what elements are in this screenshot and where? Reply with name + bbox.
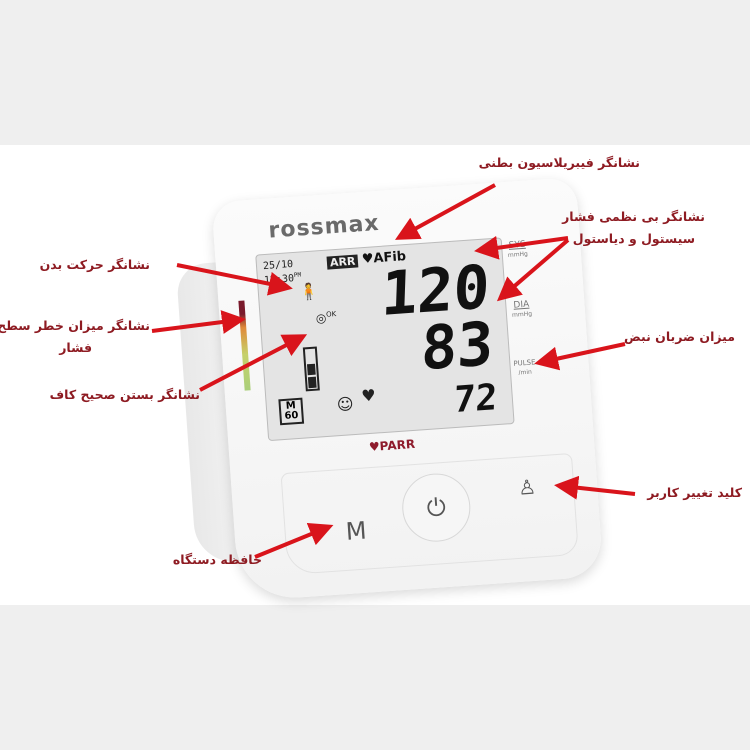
arrow-body-movement (176, 263, 293, 296)
arrow-cuff (199, 334, 308, 392)
annotation-body-movement: نشانگر حرکت بدن (39, 257, 150, 272)
annotation-afib: نشانگر فیبریلاسیون بطنی (478, 155, 640, 170)
bottom-background-band (0, 605, 750, 750)
arrow-memory (254, 522, 334, 559)
annotation-cuff-fit: نشانگر بستن صحیح کاف (49, 387, 200, 402)
arrow-pulse (534, 342, 626, 371)
annotation-irregular-line1: نشانگر بی نظمی فشار (562, 209, 705, 224)
annotation-user-switch: کلید تغییر کاربر (647, 485, 742, 500)
top-background-band (0, 0, 750, 145)
arrow-sys (474, 235, 569, 260)
arrow-user-switch (554, 475, 636, 500)
arrow-afib (394, 183, 496, 240)
annotation-memory: حافظه دستگاه (172, 552, 262, 567)
annotation-risk-line2: فشار (59, 340, 92, 355)
annotation-irregular-line2: سیستول و دیاستول (572, 231, 695, 246)
annotation-risk-line1: نشانگر میزان خطر سطح (0, 318, 150, 333)
arrow-risk (151, 310, 246, 334)
arrow-dia (496, 238, 570, 302)
annotation-pulse-rate: میزان ضربان نبض (623, 329, 735, 344)
